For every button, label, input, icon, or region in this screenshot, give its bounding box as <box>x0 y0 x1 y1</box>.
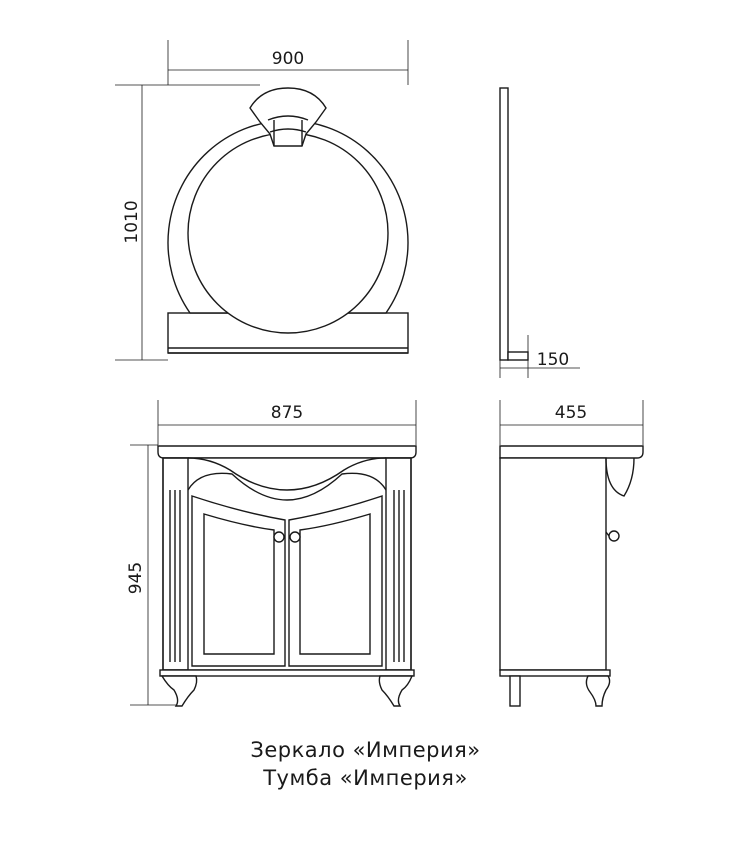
caption-cabinet: Тумба «Империя» <box>263 766 468 790</box>
cabinet-width-label: 875 <box>271 403 303 423</box>
cabinet-front-view: 875 945 <box>126 400 417 707</box>
cabinet-depth-label: 455 <box>555 403 587 423</box>
mirror-side-view: 150 <box>499 87 580 378</box>
cabinet-height-label: 945 <box>126 562 146 594</box>
caption-mirror: Зеркало «Империя» <box>250 738 481 762</box>
mirror-width-label: 900 <box>272 49 304 69</box>
mirror-front-view: 900 1010 <box>115 40 409 361</box>
mirror-depth-label: 150 <box>537 350 569 370</box>
cabinet-side-view: 455 <box>499 400 644 707</box>
mirror-height-label: 1010 <box>122 200 142 243</box>
